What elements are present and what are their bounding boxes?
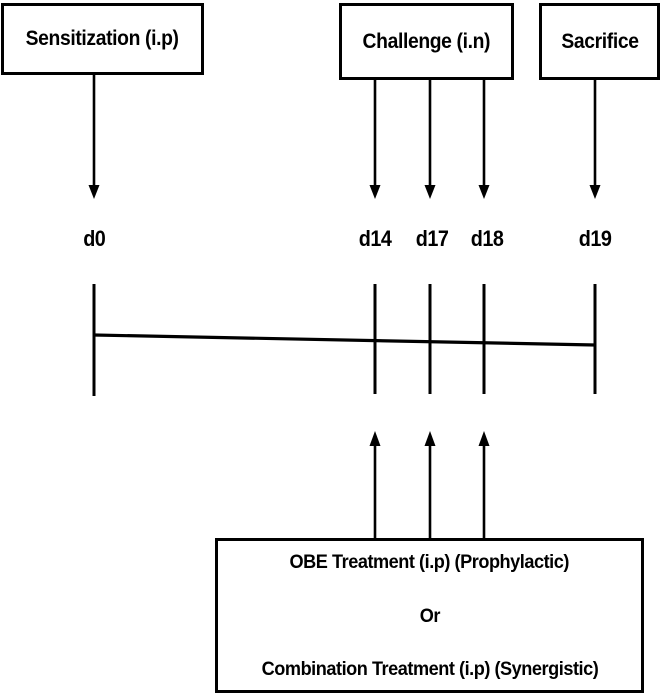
challenge-box-label: Challenge (i.n) [362, 29, 491, 53]
day-label-d14-wrap: d14 [345, 224, 405, 254]
arrow-challenge-to-d14 [369, 78, 381, 199]
day-label-d18: d18 [470, 226, 504, 251]
arrow-challenge-to-d18 [478, 78, 490, 199]
sacrifice-box-label: Sacrifice [560, 29, 639, 53]
treatment-line-synergistic: Combination Treatment (i.p) (Synergistic… [261, 658, 598, 680]
sensitization-box-label: Sensitization (i.p) [26, 27, 179, 50]
arrow-treatment-to-d14 [369, 431, 381, 540]
day-label-d18-wrap: d18 [457, 224, 517, 254]
arrow-sacrifice-to-d19 [589, 78, 601, 199]
arrow-challenge-to-d17 [424, 78, 436, 199]
day-label-d0: d0 [82, 226, 106, 251]
challenge-box-label-wrap: Challenge (i.n) [340, 4, 513, 79]
timeline-axis [93, 333, 596, 347]
treatment-box [215, 538, 644, 693]
arrow-treatment-to-d18 [478, 431, 490, 540]
day-label-d17: d17 [415, 226, 449, 251]
sacrifice-box-label-wrap: Sacrifice [540, 4, 659, 79]
day-label-d17-wrap: d17 [402, 224, 462, 254]
day-label-d0-wrap: d0 [64, 224, 124, 254]
treatment-box-text: OBE Treatment (i.p) (Prophylactic) Or Co… [217, 551, 642, 681]
day-label-d19-wrap: d19 [565, 224, 625, 254]
treatment-line-or: Or [419, 604, 440, 627]
arrow-sensitization-to-d0 [88, 73, 100, 199]
challenge-box [339, 3, 514, 80]
arrow-treatment-to-d17 [424, 431, 436, 540]
treatment-line-prophylactic: OBE Treatment (i.p) (Prophylactic) [289, 551, 570, 573]
sacrifice-box [539, 3, 660, 80]
day-label-d19: d19 [578, 226, 612, 251]
day-label-d14: d14 [358, 226, 392, 251]
sensitization-box [1, 3, 204, 75]
sensitization-box-label-wrap: Sensitization (i.p) [2, 4, 203, 74]
